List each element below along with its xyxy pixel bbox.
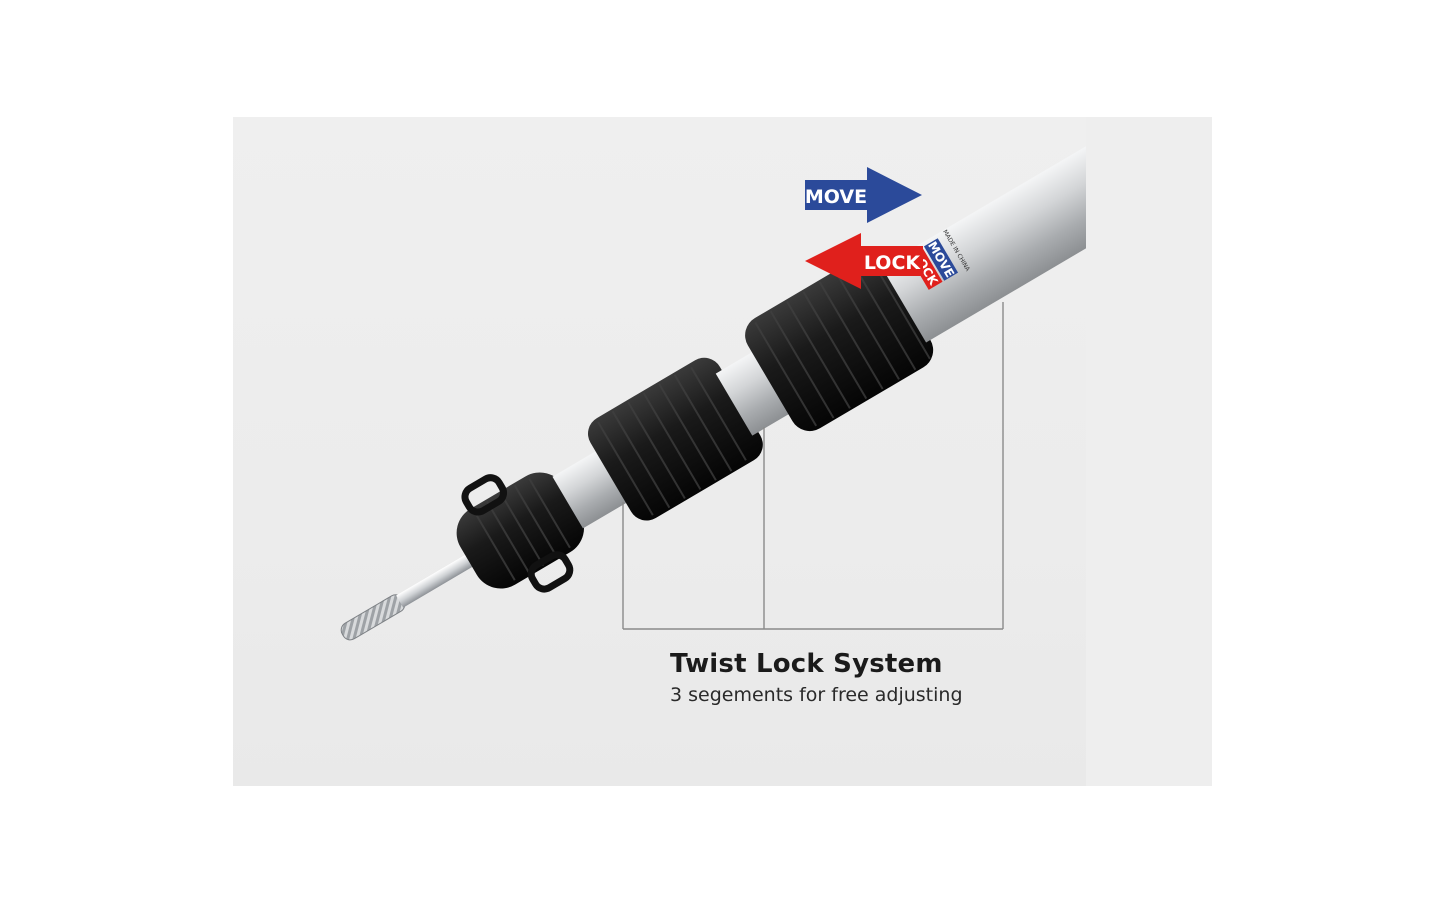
pole-section-2 bbox=[715, 348, 796, 436]
product-photo: MOVE LOCK MADE IN CHINA MOVE LOCK Twist bbox=[233, 117, 1212, 786]
lock-arrow: LOCK bbox=[805, 233, 923, 289]
feature-caption: Twist Lock System 3 segements for free a… bbox=[670, 647, 1190, 709]
caption-subtitle: 3 segements for free adjusting bbox=[670, 684, 963, 706]
tip-rod bbox=[396, 549, 481, 608]
move-arrow-label: MOVE bbox=[805, 186, 867, 208]
caption-title: Twist Lock System bbox=[670, 649, 943, 679]
move-arrow: MOVE bbox=[805, 167, 922, 223]
lock-arrow-label: LOCK bbox=[864, 252, 922, 274]
knurled-tip bbox=[341, 594, 405, 640]
background-fill bbox=[1086, 117, 1212, 786]
telescopic-pole-illustration: MOVE LOCK MADE IN CHINA MOVE LOCK bbox=[340, 117, 1212, 786]
arrow-right-icon bbox=[805, 167, 922, 223]
arrow-left-icon bbox=[805, 233, 923, 289]
callout-lines bbox=[622, 302, 1004, 630]
